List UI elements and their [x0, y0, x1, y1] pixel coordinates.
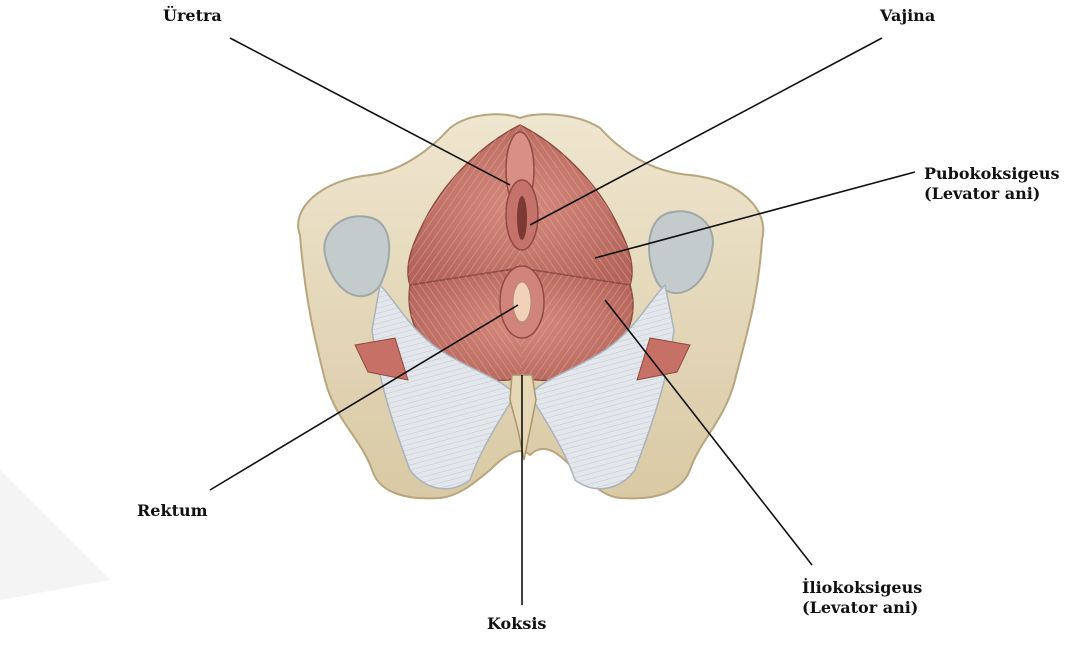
label-iliokoksigeus: İliokoksigeus (Levator ani): [802, 578, 922, 618]
label-rektum: Rektum: [137, 501, 208, 521]
label-uretra: Üretra: [163, 6, 222, 26]
leader-uretra: [230, 38, 510, 185]
watermark-shape: [0, 470, 110, 600]
label-pubokoksigeus-line1: Pubokoksigeus: [924, 164, 1059, 184]
label-iliokoksigeus-line2: (Levator ani): [802, 598, 922, 618]
label-iliokoksigeus-line1: İliokoksigeus: [802, 578, 922, 598]
label-pubokoksigeus: Pubokoksigeus (Levator ani): [924, 164, 1059, 204]
label-koksis: Koksis: [487, 614, 546, 634]
label-pubokoksigeus-line2: (Levator ani): [924, 184, 1059, 204]
label-vajina: Vajina: [880, 6, 935, 26]
